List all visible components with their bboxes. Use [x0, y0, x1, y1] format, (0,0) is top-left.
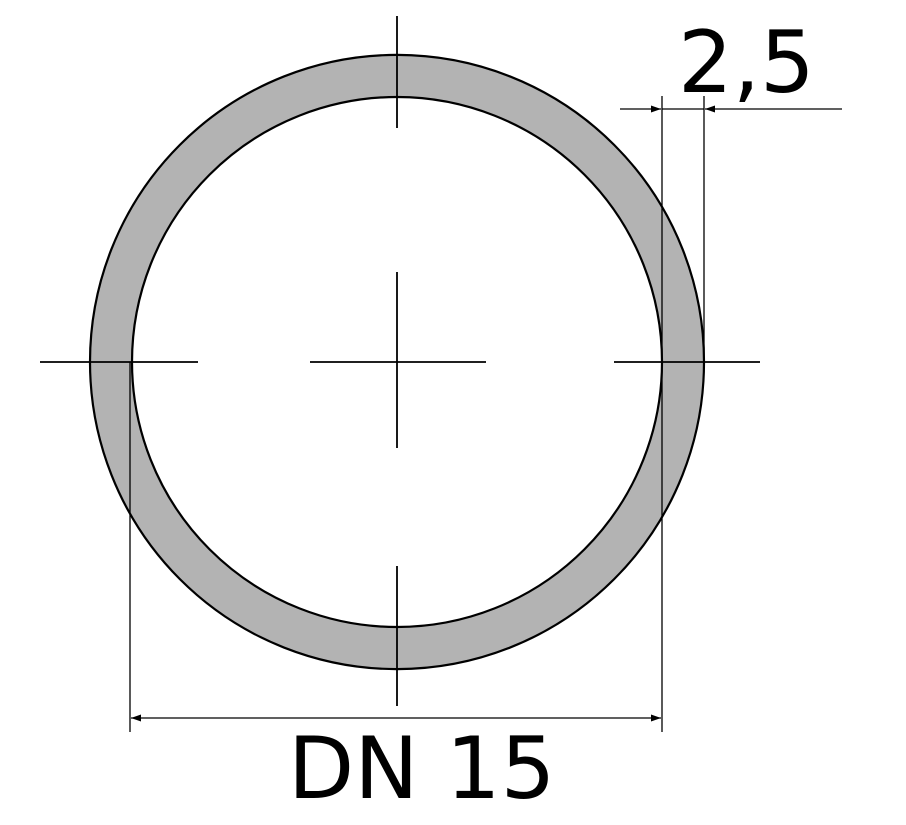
wall-thickness-label: 2,5	[678, 13, 815, 113]
diameter-label: DN 15	[288, 719, 555, 819]
extension-lines	[129, 96, 705, 732]
center-lines	[40, 16, 760, 706]
